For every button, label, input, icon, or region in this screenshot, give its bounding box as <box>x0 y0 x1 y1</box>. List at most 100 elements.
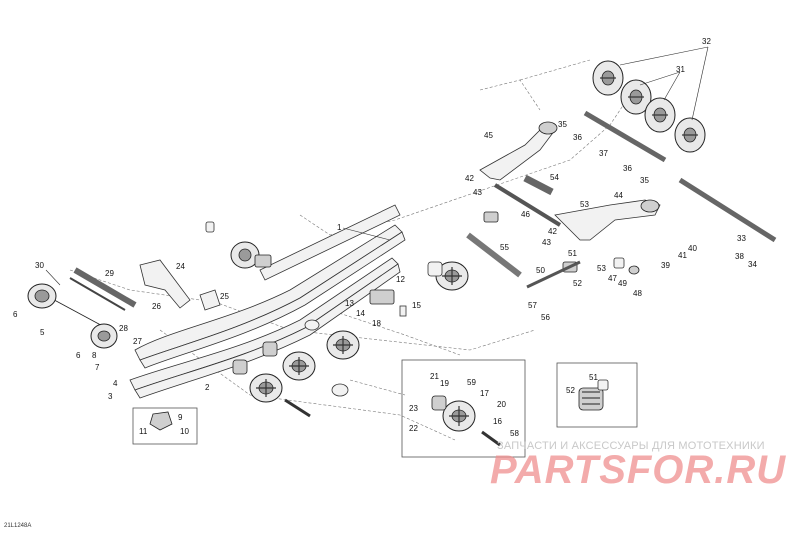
callout-58: 58 <box>510 429 519 438</box>
callout-27: 27 <box>133 337 142 346</box>
callout-46: 46 <box>521 210 530 219</box>
wheel-18 <box>326 330 360 360</box>
callout-18: 18 <box>372 319 381 328</box>
callout-numbers: 1 2 3 4 5 6 6 7 8 9 10 11 12 13 14 15 16… <box>13 37 757 438</box>
washer-14 <box>304 319 320 331</box>
callout-52: 52 <box>573 279 582 288</box>
callout-26: 26 <box>152 302 161 311</box>
callout-21: 21 <box>430 372 439 381</box>
watermark-tagline: ЗАПЧАСТИ И АКСЕССУАРЫ ДЛЯ МОТОТЕХНИКИ <box>497 440 765 452</box>
callout-4: 4 <box>113 379 118 388</box>
callout-29: 29 <box>105 269 114 278</box>
detail-box-17-23 <box>401 359 526 458</box>
detail-box-9-11 <box>132 407 198 445</box>
callout-37: 37 <box>599 149 608 158</box>
callout-59: 59 <box>467 378 476 387</box>
shaft-46 <box>493 183 562 227</box>
callout-2: 2 <box>205 383 210 392</box>
callout-53: 53 <box>580 200 589 209</box>
bolt-15 <box>399 305 407 317</box>
shaft-33 <box>678 177 777 243</box>
callout-3: 3 <box>108 392 113 401</box>
cap-lower <box>331 383 349 397</box>
slide-rail-left <box>134 224 406 369</box>
callout-5: 5 <box>40 328 45 337</box>
callout-1: 1 <box>337 223 342 232</box>
callout-17: 17 <box>480 389 489 398</box>
callout-38: 38 <box>735 252 744 261</box>
callout-44: 44 <box>614 191 623 200</box>
wheel-lower-2 <box>282 351 316 381</box>
rear-arm-45 <box>479 121 558 181</box>
callout-35: 35 <box>640 176 649 185</box>
leader-lines <box>45 46 709 286</box>
callout-41: 41 <box>678 251 687 260</box>
shaft-37 <box>583 110 667 163</box>
callout-15: 15 <box>412 301 421 310</box>
callout-22: 22 <box>409 424 418 433</box>
callout-48: 48 <box>633 289 642 298</box>
callout-20: 20 <box>497 400 506 409</box>
block-47 <box>613 257 625 269</box>
callout-25: 25 <box>220 292 229 301</box>
callout-52: 52 <box>566 386 575 395</box>
callout-28: 28 <box>119 324 128 333</box>
rail-upper-bracket <box>259 204 401 281</box>
callout-40: 40 <box>688 244 697 253</box>
callout-55: 55 <box>500 243 509 252</box>
bolt-lower <box>284 398 311 418</box>
wheel-32-a <box>592 60 624 96</box>
callout-30: 30 <box>35 261 44 270</box>
callout-51: 51 <box>589 373 598 382</box>
wheel-lower-1 <box>249 373 283 403</box>
callout-42: 42 <box>465 174 474 183</box>
callout-56: 56 <box>541 313 550 322</box>
wheel-12 <box>435 261 469 291</box>
drawing-reference: 21L1248A <box>4 523 32 529</box>
callout-6: 6 <box>76 351 81 360</box>
wheel-31-b <box>644 97 676 133</box>
spring-53 <box>483 211 499 223</box>
callout-43: 43 <box>542 238 551 247</box>
detail-box-51-52 <box>556 362 638 428</box>
callout-50: 50 <box>536 266 545 275</box>
callout-33: 33 <box>737 234 746 243</box>
wheel-31-a <box>620 79 652 115</box>
wheel-30 <box>27 283 57 309</box>
callout-34: 34 <box>748 260 757 269</box>
callout-11: 11 <box>139 427 148 436</box>
callout-45: 45 <box>484 131 493 140</box>
callout-32: 32 <box>702 37 711 46</box>
callout-42: 42 <box>548 227 557 236</box>
callout-10: 10 <box>180 427 189 436</box>
callout-13: 13 <box>345 299 354 308</box>
callout-14: 14 <box>356 309 365 318</box>
front-axle-assembly <box>44 267 137 331</box>
wheel-32-b <box>674 117 706 153</box>
callout-36: 36 <box>573 133 582 142</box>
bracket-24 <box>139 259 191 309</box>
callout-19: 19 <box>440 379 449 388</box>
watermark-logo: PARTSFOR.RU <box>490 448 787 492</box>
callout-51: 51 <box>568 249 577 258</box>
spacer-block-13 <box>369 289 395 305</box>
shaft-55 <box>466 232 522 278</box>
callout-35: 35 <box>558 120 567 129</box>
hub-lower-2 <box>232 359 248 375</box>
callout-7: 7 <box>95 363 100 372</box>
callout-23: 23 <box>409 404 418 413</box>
callout-16: 16 <box>493 417 502 426</box>
hub-lower <box>262 341 278 357</box>
callout-9: 9 <box>178 413 183 422</box>
callout-36: 36 <box>623 164 632 173</box>
bracket-25 <box>199 289 221 311</box>
hub-12 <box>427 261 443 277</box>
wheel-28 <box>90 323 118 349</box>
spacer-54 <box>523 174 554 196</box>
callout-39: 39 <box>661 261 670 270</box>
nut-49 <box>628 265 640 275</box>
callout-24: 24 <box>176 262 185 271</box>
callout-43: 43 <box>473 188 482 197</box>
callout-54: 54 <box>550 173 559 182</box>
